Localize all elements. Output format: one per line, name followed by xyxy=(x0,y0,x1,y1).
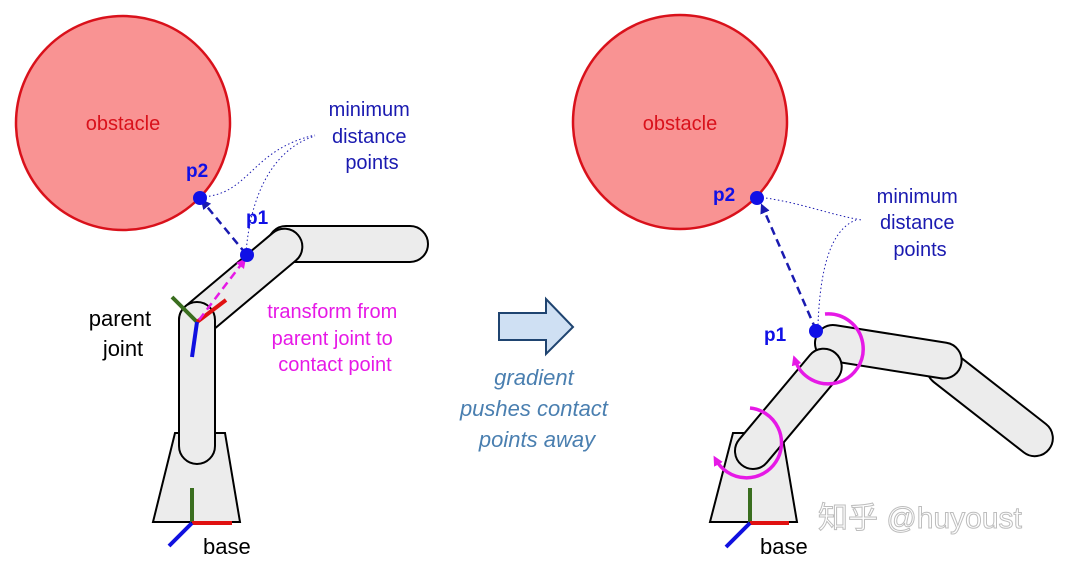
gradient-caption: gradient pushes contact points away xyxy=(459,365,614,452)
min-distance-label: minimum distance points xyxy=(329,99,416,174)
base-label-right: base xyxy=(760,534,808,559)
robot-link-2-right xyxy=(814,324,963,380)
leader-line-p1 xyxy=(245,135,316,254)
obstacle-circle-right xyxy=(571,13,789,231)
p1-label-right: p1 xyxy=(764,325,787,346)
p2-label: p2 xyxy=(186,161,208,182)
right-panel: obstacle p2 p1 minimum xyxy=(571,13,1054,559)
point-p1-right xyxy=(809,324,823,338)
base-label: base xyxy=(203,534,251,559)
obstacle-label: obstacle xyxy=(86,113,161,135)
watermark: 知乎 @huyoust xyxy=(818,502,1023,535)
right-arrow-icon xyxy=(498,296,575,357)
distance-arrow xyxy=(200,199,247,255)
robot-link-1 xyxy=(178,301,216,465)
distance-arrow-right xyxy=(760,203,818,331)
obstacle-circle xyxy=(14,14,232,232)
leader-line-p1-right xyxy=(817,219,857,326)
point-p1 xyxy=(240,248,254,262)
joint-axis-green xyxy=(170,295,199,324)
p2-label-right: p2 xyxy=(713,185,735,206)
parent-joint-label: parent joint xyxy=(89,306,158,361)
base-axis-blue-right xyxy=(724,521,752,549)
center-transition: gradient pushes contact points away xyxy=(459,296,614,452)
leader-line-p2-right xyxy=(757,196,863,221)
transform-label: transform from parent joint to contact p… xyxy=(267,301,403,376)
robot-link-1-right xyxy=(734,347,843,470)
rotation-arrow-joint-2 xyxy=(791,312,865,386)
left-panel: obstacle p2 p1 minimum distan xyxy=(14,14,429,559)
point-p2 xyxy=(193,191,207,205)
base-axis-blue xyxy=(167,521,194,548)
obstacle-label-right: obstacle xyxy=(643,113,718,135)
point-p2-right xyxy=(750,191,764,205)
min-distance-label-right: minimum distance points xyxy=(877,186,964,261)
rotation-arrow-joint-1 xyxy=(713,406,784,480)
p1-label: p1 xyxy=(246,208,269,229)
joint-axis-blue xyxy=(190,321,199,358)
